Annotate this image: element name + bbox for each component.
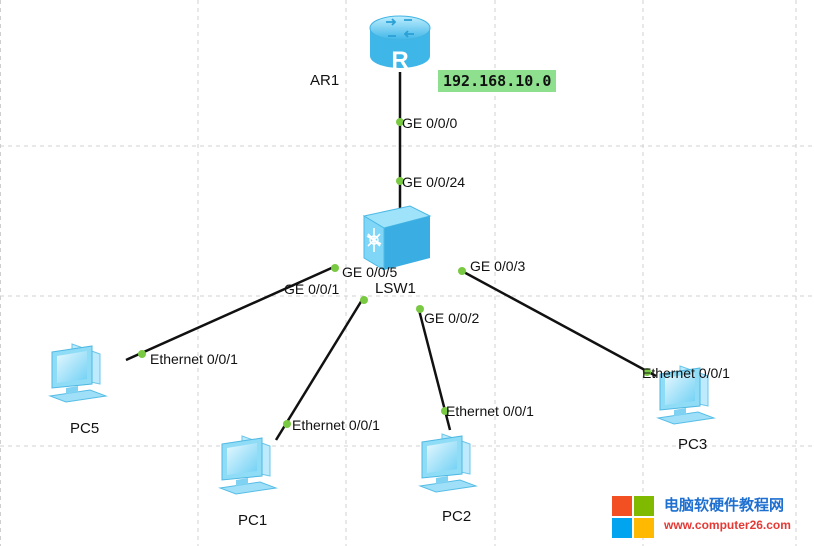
pc5-icon[interactable] <box>49 343 107 403</box>
site-watermark: 电脑软硬件教程网 www.computer26.com <box>608 492 812 542</box>
pc2-icon[interactable] <box>419 433 477 493</box>
pc3-name: PC3 <box>678 436 708 453</box>
link-lsw1-pc3[interactable] <box>459 268 657 378</box>
router-icon[interactable]: R <box>369 15 431 74</box>
svg-text:R: R <box>391 47 408 74</box>
port-label-pc1-eth: Ethernet 0/0/1 <box>292 417 380 433</box>
port-label-lsw1-ge002: GE 0/0/2 <box>424 310 480 326</box>
port-label-lsw1-ge005: GE 0/0/5 <box>342 264 398 280</box>
port-label-lsw1-ge001: GE 0/0/1 <box>284 281 340 297</box>
port-label-pc5-eth: Ethernet 0/0/1 <box>150 351 238 367</box>
router-name: AR1 <box>310 72 340 89</box>
port-dots <box>138 118 651 428</box>
link-lsw1-pc5[interactable] <box>125 264 337 362</box>
network-address-label: 192.168.10.0 <box>438 70 557 92</box>
port-dot-lsw1-ge003 <box>458 267 466 275</box>
watermark-title: 电脑软硬件教程网 <box>664 497 785 514</box>
link-lsw1-pc1[interactable] <box>274 299 364 441</box>
pc1-icon[interactable] <box>219 435 277 495</box>
port-dot-lsw1-ge002 <box>416 305 424 313</box>
switch-icon[interactable] <box>362 205 432 271</box>
watermark-url: www.computer26.com <box>664 518 791 532</box>
port-dot-lsw1-ge001 <box>360 296 368 304</box>
port-label-lsw1-ge0024: GE 0/0/24 <box>402 174 466 190</box>
port-dot-pc2-eth <box>441 407 449 415</box>
port-label-ar1-ge000: GE 0/0/0 <box>402 115 458 131</box>
port-dot-lsw1-ge005 <box>331 264 339 272</box>
port-label-lsw1-ge003: GE 0/0/3 <box>470 258 526 274</box>
pc1-name: PC1 <box>238 512 268 529</box>
port-dot-lsw1-ge0024 <box>396 177 404 185</box>
port-dot-pc3-eth <box>643 368 651 376</box>
links <box>125 72 657 441</box>
pc2-name: PC2 <box>442 508 472 525</box>
windows-logo-icon <box>612 496 654 538</box>
port-label-pc2-eth: Ethernet 0/0/1 <box>446 403 534 419</box>
port-dot-pc1-eth <box>283 420 291 428</box>
switch-name: LSW1 <box>375 280 416 297</box>
port-label-pc3-eth: Ethernet 0/0/1 <box>642 365 730 381</box>
port-dot-ar1-ge000 <box>396 118 404 126</box>
port-dot-pc5-eth <box>138 350 146 358</box>
pc5-name: PC5 <box>70 420 100 437</box>
